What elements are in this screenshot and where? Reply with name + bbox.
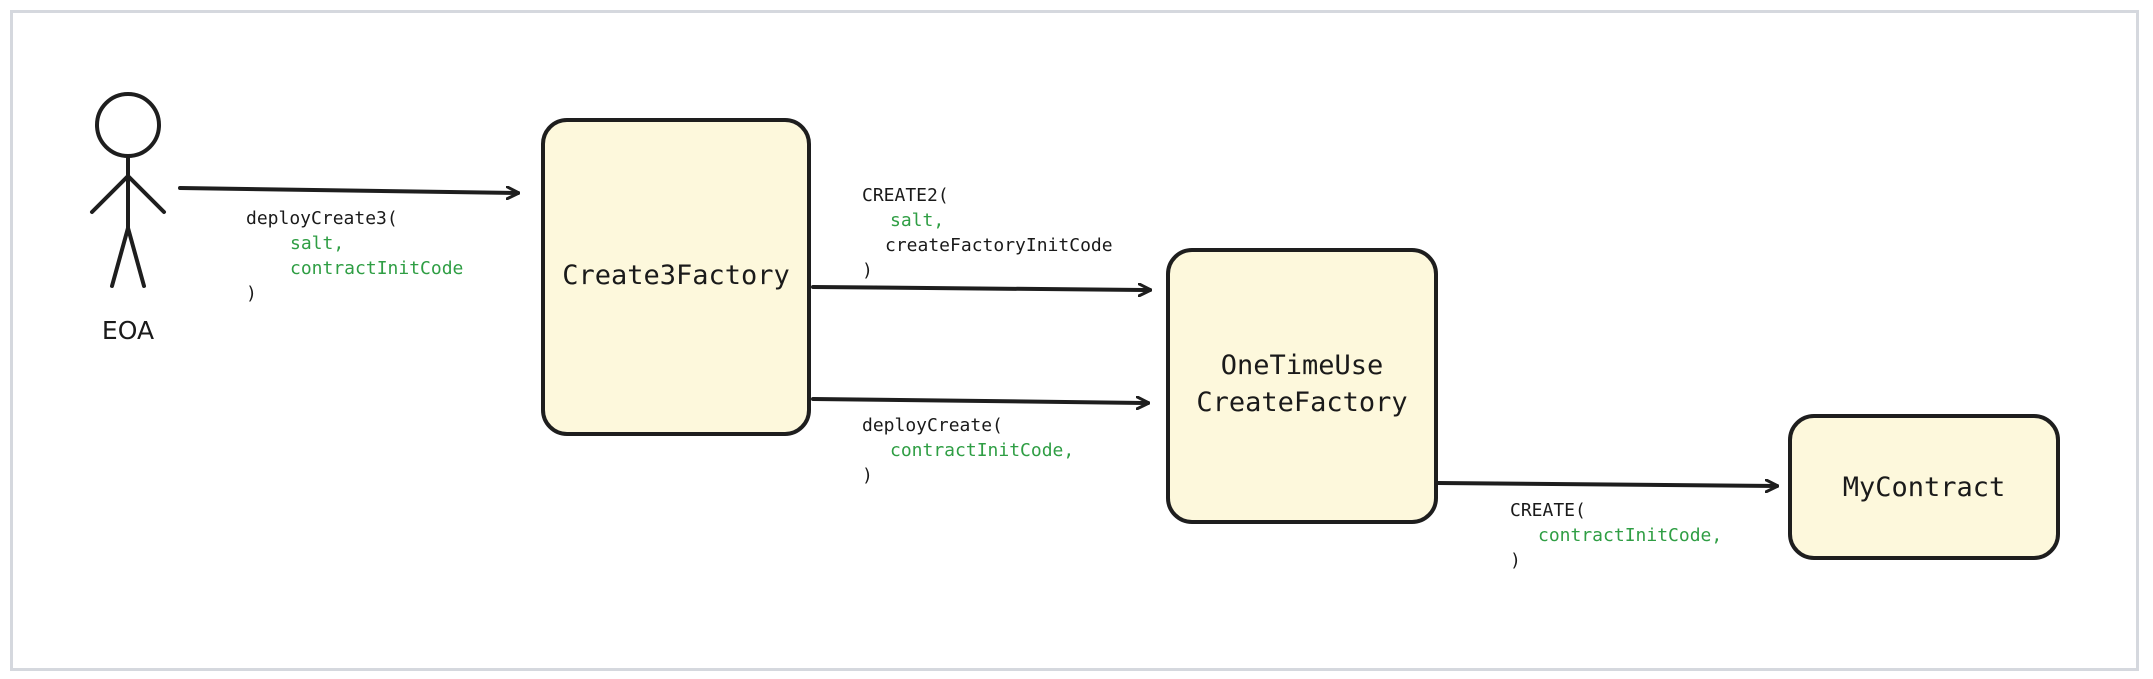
deploycreate3-open: deployCreate3( <box>246 208 398 229</box>
eoa-label: EOA <box>102 316 154 345</box>
node-create3factory: Create3Factory <box>541 118 811 436</box>
actor-head <box>95 92 161 158</box>
create2-arg-createfactoryinitcode: createFactoryInitCode <box>885 235 1113 256</box>
node-mycontract: MyContract <box>1788 414 2060 560</box>
arrow-eoa-to-create3factory <box>178 188 518 193</box>
deploycreate-close: ) <box>862 465 873 486</box>
create-arg-contractinitcode: contractInitCode, <box>1538 525 1722 546</box>
edge-label-deploycreate3: deployCreate3( salt, contractInitCode ) <box>246 208 463 304</box>
onetimeuse-box <box>1166 248 1438 524</box>
actor-right-arm <box>126 174 166 214</box>
create2-open: CREATE2( <box>862 185 949 206</box>
actor-left-arm <box>90 174 130 214</box>
diagram-frame <box>10 10 2139 671</box>
deploycreate3-arg-contractinitcode: contractInitCode <box>290 258 463 279</box>
deploycreate3-arg-salt: salt, <box>290 233 344 254</box>
onetimeuse-label-line1: OneTimeUse <box>1221 350 1384 381</box>
edge-label-create2: CREATE2( salt, createFactoryInitCode ) <box>862 185 1113 281</box>
arrow-create3factory-to-onetimeuse-deploycreate <box>811 399 1148 403</box>
eoa-actor <box>90 92 166 288</box>
create2-arg-salt: salt, <box>890 210 944 231</box>
mycontract-box <box>1788 414 2060 560</box>
create-open: CREATE( <box>1510 500 1586 521</box>
arrow-create3factory-to-onetimeuse-create2 <box>811 287 1150 290</box>
create-close: ) <box>1510 550 1521 571</box>
actor-left-leg <box>110 226 130 288</box>
deploycreate-open: deployCreate( <box>862 415 1003 436</box>
mycontract-label: MyContract <box>1843 472 2006 503</box>
create2-close: ) <box>862 260 873 281</box>
edge-label-deploycreate: deployCreate( contractInitCode, ) <box>862 415 1074 486</box>
create3factory-label: Create3Factory <box>562 260 790 291</box>
node-onetimeuse-createfactory: OneTimeUse CreateFactory <box>1166 248 1438 524</box>
onetimeuse-label-line2: CreateFactory <box>1196 387 1407 418</box>
arrow-onetimeuse-to-mycontract <box>1436 483 1777 486</box>
create3factory-box <box>541 118 811 436</box>
deploycreate3-close: ) <box>246 283 257 304</box>
deploycreate-arg-contractinitcode: contractInitCode, <box>890 440 1074 461</box>
actor-right-leg <box>126 226 146 288</box>
edge-label-create: CREATE( contractInitCode, ) <box>1510 500 1722 571</box>
